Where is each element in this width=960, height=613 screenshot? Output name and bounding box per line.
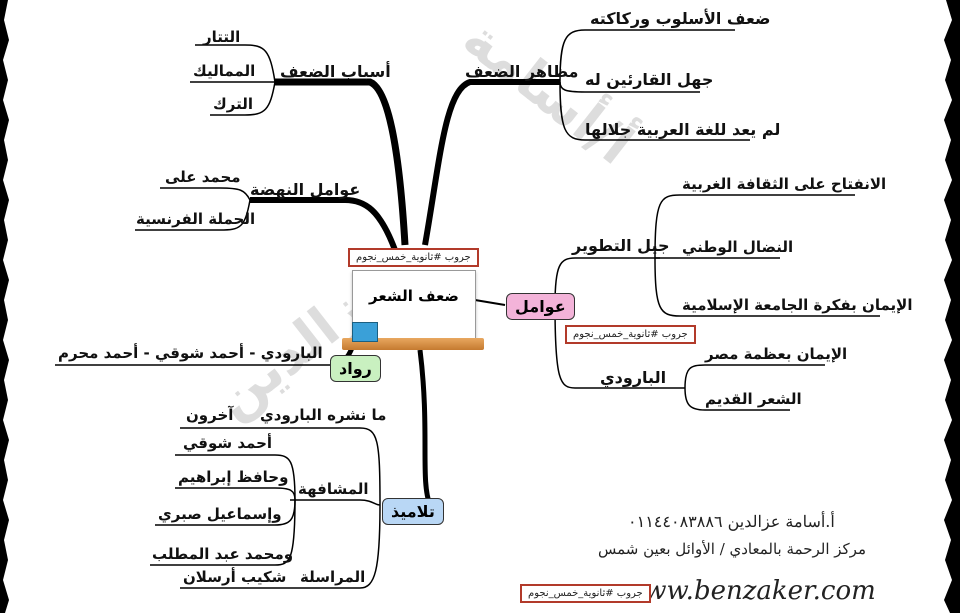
node-left-top-item-2: المماليك [193, 62, 256, 80]
node-left-mid-item-2: الحملة الفرنسية [136, 210, 256, 228]
node-mushafaha-item-3: وإسماعيل صبري [158, 505, 282, 523]
stem-right-top [422, 79, 560, 246]
ruwwad-badge: رواد [330, 355, 381, 382]
node-ruwwad-text: البارودي - أحمد شوقي - أحمد محرم [58, 344, 323, 362]
center-group-tag: جروب #ثانوية_خمس_نجوم [348, 248, 479, 267]
stem-left-top [275, 78, 409, 246]
node-published-title: ما نشره البارودي [260, 406, 387, 424]
footer-centers: مركز الرحمة بالمعادي / الأوائل بعين شمس [598, 540, 866, 558]
node-right-top-item-3: لم يعد للغة العربية جلالها [585, 120, 781, 139]
node-mushafaha-item-4: ومحمد عبد المطلب [152, 545, 294, 563]
node-murasala-item: شكيب أرسلان [183, 568, 287, 586]
node-right-top-main: مظاهر الضعف [465, 62, 579, 81]
awamel-group-tag: جروب #ثانوية_خمس_نجوم [565, 325, 696, 344]
node-mushafaha-title: المشافهة [298, 480, 369, 498]
node-left-top-item-1: التتار [203, 28, 241, 46]
footer-group-tag: جروب #ثانوية_خمس_نجوم [520, 584, 651, 603]
stem-left-mid [250, 197, 398, 252]
node-jeel-item-2: النضال الوطني [682, 238, 794, 256]
center-title: ضعف الشعر [369, 287, 459, 305]
node-barudi-item-2: الشعر القديم [705, 390, 802, 408]
node-jeel-item-1: الانفتاح على الثقافة الغربية [682, 175, 887, 193]
talamidh-badge: تلاميذ [382, 498, 444, 525]
node-left-top-main: أسباب الضعف [280, 62, 391, 81]
stem-talamidh [417, 349, 433, 506]
node-jeel-item-3: الإيمان بفكرة الجامعة الإسلامية [682, 296, 913, 314]
node-barudi-item-1: الإيمان بعظمة مصر [705, 345, 848, 363]
node-left-top-item-3: الترك [213, 95, 253, 113]
tray-icon [352, 322, 378, 342]
footer-website: www.benzaker.com [622, 576, 876, 606]
node-left-mid-main: عوامل النهضة [250, 180, 361, 199]
right-torn-edge [944, 0, 960, 613]
node-right-top-item-2: جهل القارئين له [585, 70, 714, 89]
node-mushafaha-item-1: أحمد شوقي [183, 434, 273, 452]
footer-name-phone: أ.أسامة عزالدين ٠١١٤٤٠٨٣٨٨٦ [628, 512, 835, 531]
node-mushafaha-item-2: وحافظ إبراهيم [178, 468, 289, 486]
node-barudi-title: البارودي [600, 368, 667, 387]
center-node: ضعف الشعر [352, 270, 476, 344]
stem-awamel [474, 299, 506, 306]
node-published-item: آخرون [186, 406, 234, 424]
node-right-top-item-1: ضعف الأسلوب وركاكته [590, 9, 771, 28]
left-torn-edge [0, 0, 9, 613]
node-left-mid-item-1: محمد على [165, 168, 241, 186]
awamel-badge: عوامل [506, 293, 575, 320]
node-jeel-title: جيل التطوير [572, 236, 670, 255]
node-murasala-title: المراسلة [300, 568, 366, 586]
